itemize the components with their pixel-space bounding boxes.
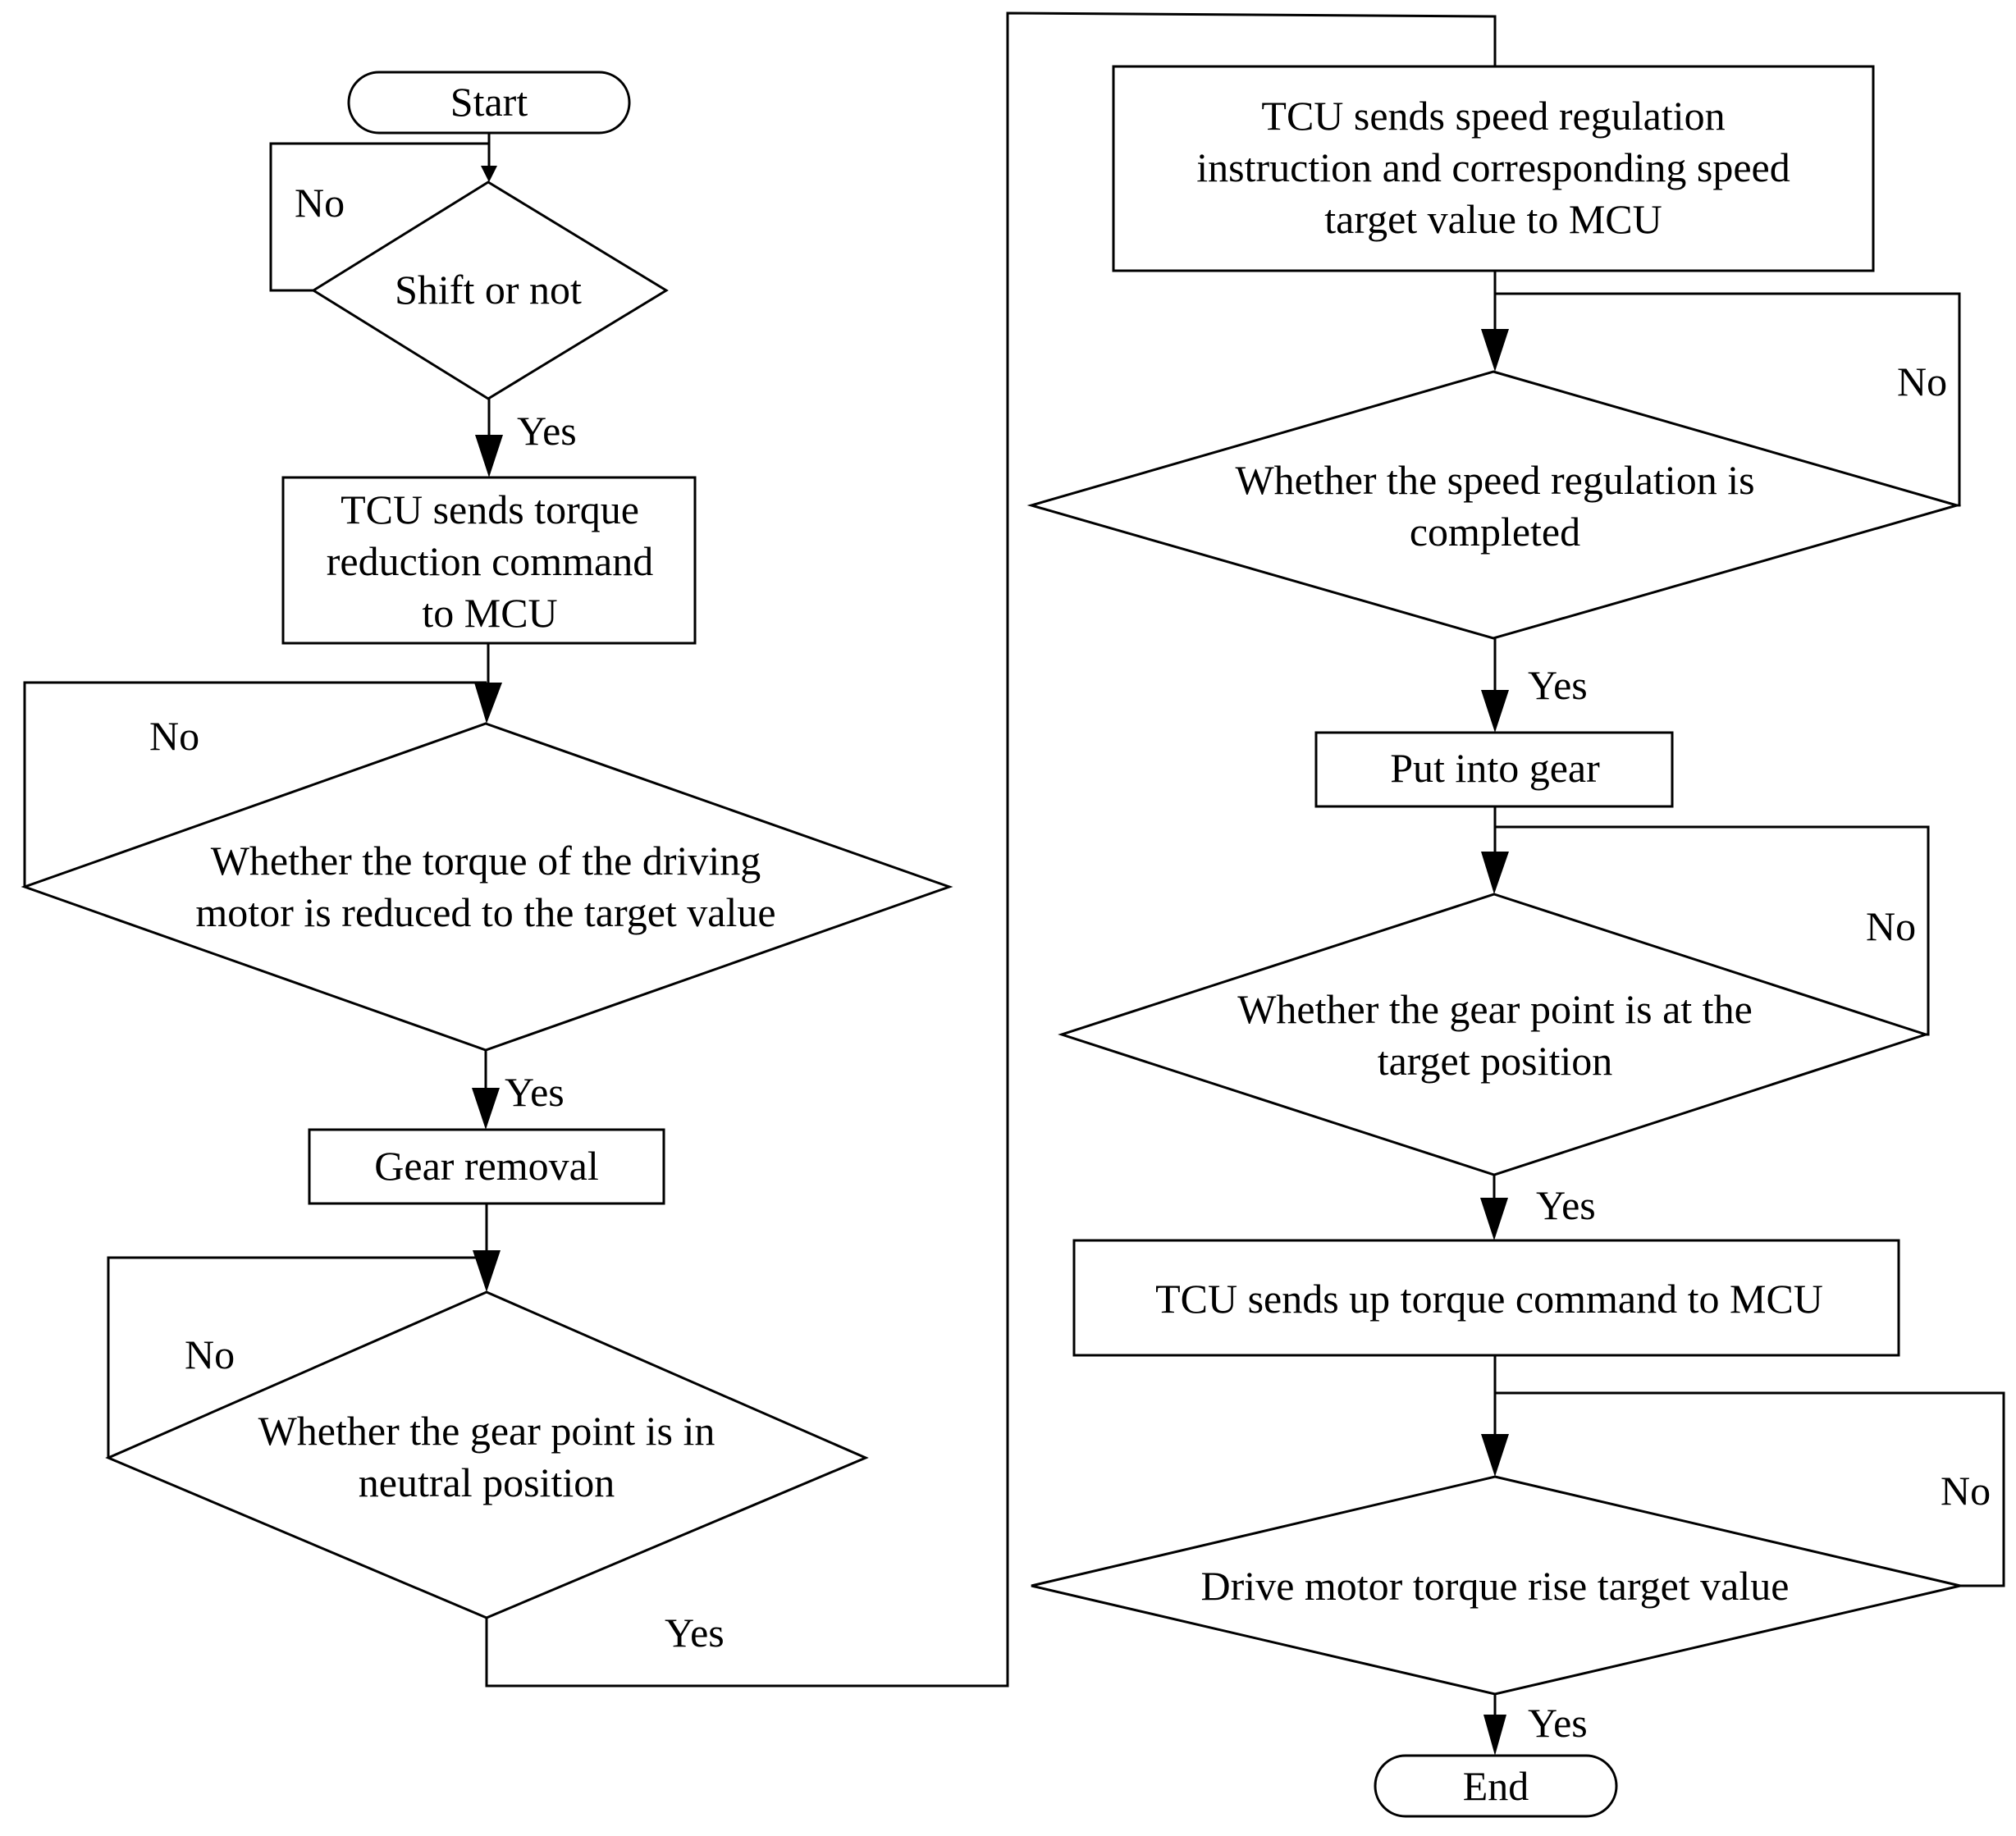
arrowhead-shift-in — [481, 166, 497, 182]
gear-target-decision-text: Whether the gear point is at the target p… — [1237, 986, 1753, 1084]
torque-rise-decision-text: Drive motor torque rise target value — [1201, 1563, 1790, 1609]
gear-removal-box — [308, 1128, 665, 1205]
tcu-torque-up-text-line-1: TCU sends up torque command to MCU — [1155, 1276, 1823, 1322]
label-yes-gear-target-check: Yes — [1536, 1182, 1596, 1228]
tcu-torque-reduction-text-line-3: to MCU — [422, 590, 557, 636]
label-yes-torque-rise-check: Yes — [1528, 1700, 1588, 1746]
gear-removal-text-line-1: Gear removal — [374, 1143, 598, 1189]
arrowhead-speed-check-in — [1481, 329, 1509, 372]
label-no-neutral-check: No — [185, 1331, 235, 1377]
neutral-position-decision-text: Whether the gear point is in neutral posi… — [258, 1408, 715, 1505]
label-no-shift: No — [295, 180, 345, 226]
arrowhead-end-in — [1483, 1715, 1506, 1756]
connector-speed-check-no-loop — [1495, 292, 1961, 507]
label-yes-speed-check: Yes — [1528, 662, 1588, 708]
label-no-torque-check: No — [149, 713, 199, 759]
torque-reduced-decision-text-line-1: Whether the torque of the driving — [211, 838, 761, 884]
gear-target-decision-text-line-1: Whether the gear point is at the — [1237, 986, 1753, 1032]
label-no-speed-check: No — [1897, 359, 1947, 404]
label-yes-torque-check: Yes — [505, 1069, 565, 1115]
tcu-torque-reduction-text-line-2: reduction command — [327, 538, 654, 584]
arrowhead-torque-check-in — [474, 683, 502, 724]
tcu-torque-reduction-text-line-1: TCU sends torque — [341, 486, 639, 532]
gear-target-decision-text-line-2: target position — [1378, 1038, 1613, 1084]
speed-regulation-decision — [1026, 370, 1962, 640]
tcu-speed-regulation-text-line-1: TCU sends speed regulation — [1261, 93, 1725, 139]
tcu-torque-up-box — [1072, 1239, 1900, 1357]
torque-reduced-decision — [21, 722, 953, 1052]
arrowhead-gear-target-check-in — [1481, 852, 1509, 894]
tcu-speed-regulation-text-line-3: target value to MCU — [1324, 196, 1662, 242]
torque-reduced-decision-text: Whether the torque of the driving motor i… — [195, 838, 775, 935]
connector-neutral-check-no-loop — [107, 1256, 487, 1458]
connector-torque-check-no-loop — [23, 681, 487, 887]
speed-regulation-decision-text: Whether the speed regulation is completed — [1235, 457, 1754, 555]
torque-reduced-decision-text-line-2: motor is reduced to the target value — [195, 889, 775, 935]
neutral-position-decision-text-line-1: Whether the gear point is in — [258, 1408, 715, 1454]
neutral-position-decision-text-line-2: neutral position — [359, 1459, 615, 1505]
end-terminal-text: End — [1463, 1763, 1529, 1809]
end-terminal — [1374, 1754, 1618, 1818]
label-yes-neutral-check: Yes — [665, 1610, 725, 1656]
speed-regulation-decision-text-line-1: Whether the speed regulation is — [1235, 457, 1754, 503]
connector-gear-target-check-no-loop — [1495, 825, 1930, 1036]
tcu-torque-reduction-box — [281, 476, 697, 645]
tcu-torque-reduction-text: TCU sends torque reduction command to MCU — [327, 486, 654, 636]
label-yes-shift: Yes — [517, 408, 577, 454]
connector-shift-no-loop — [269, 142, 489, 292]
shift-decision-text-line-1: Shift or not — [395, 267, 582, 313]
arrowhead-torque-rise-check-in — [1481, 1434, 1509, 1477]
tcu-speed-regulation-text: TCU sends speed regulation instruction an… — [1196, 93, 1790, 242]
arrowhead-put-into-gear-in — [1481, 690, 1509, 733]
tcu-speed-regulation-text-line-2: instruction and corresponding speed — [1196, 144, 1790, 190]
label-no-torque-rise-check: No — [1941, 1468, 1991, 1514]
speed-regulation-decision-text-line-2: completed — [1410, 509, 1580, 555]
arrowhead-tcu-up-in — [1480, 1198, 1508, 1240]
gear-removal-text: Gear removal — [374, 1143, 598, 1189]
label-no-gear-target-check: No — [1866, 903, 1916, 949]
tcu-speed-regulation-box — [1112, 65, 1875, 272]
put-into-gear-text-line-1: Put into gear — [1390, 745, 1600, 791]
arrowhead-gear-removal-in — [472, 1088, 500, 1130]
connector-torque-rise-check-no-loop — [1495, 1391, 2005, 1587]
shift-decision-text: Shift or not — [395, 267, 582, 313]
arrowhead-neutral-check-in — [473, 1250, 501, 1292]
start-terminal-text: Start — [450, 79, 528, 125]
gear-target-decision — [1058, 893, 1930, 1176]
tcu-torque-up-text: TCU sends up torque command to MCU — [1155, 1276, 1823, 1322]
arrowhead-tcu-reduction-in — [475, 435, 503, 477]
torque-rise-decision-text-line-1: Drive motor torque rise target value — [1201, 1563, 1790, 1609]
put-into-gear-text: Put into gear — [1390, 745, 1600, 791]
connector-neutral-yes-to-right-column — [485, 11, 1497, 1688]
